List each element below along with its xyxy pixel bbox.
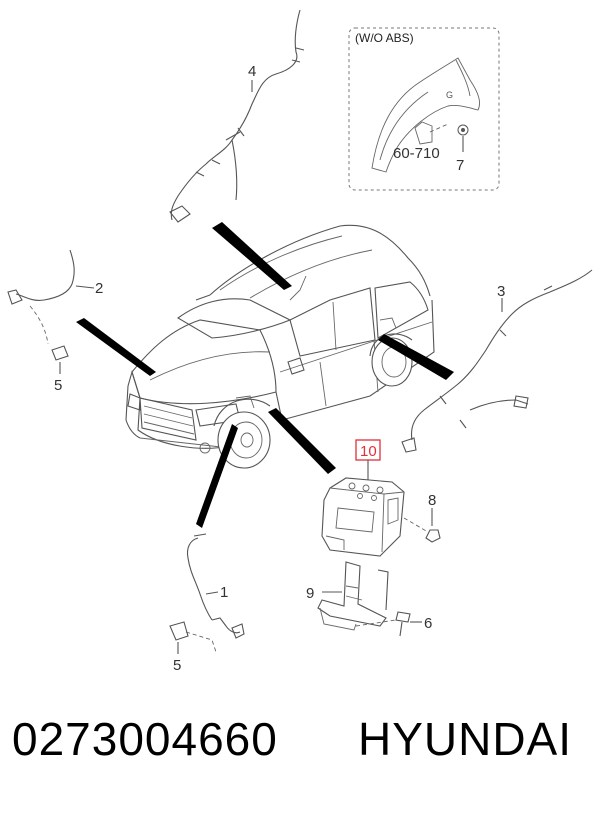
vehicle-illustration: [125, 224, 435, 469]
inset-without-abs: (W/O ABS) G 60-710 7: [348, 27, 500, 191]
callout-3: 3: [497, 283, 505, 300]
sensor-4-cable: 4: [169, 9, 305, 223]
fender-panel: [371, 57, 481, 173]
inset-frame: [348, 27, 500, 191]
wedge-rear-right: [378, 334, 454, 380]
front-wheel: [217, 411, 271, 469]
callout-6: 6: [424, 615, 432, 632]
nut-icon: [425, 529, 441, 543]
callout-2: 2: [95, 280, 103, 297]
bracket-60-710: [414, 121, 433, 145]
inset-title: (W/O ABS): [355, 31, 414, 45]
wedge-front-left: [76, 318, 156, 376]
callout-1: 1: [220, 584, 228, 601]
part-number: 0273004660: [12, 713, 278, 765]
callout-4: 4: [248, 63, 256, 80]
pointer-wedges: [76, 222, 454, 528]
wedge-rear-upper: [212, 222, 292, 290]
wedge-abs-unit: [268, 408, 336, 474]
caption: 0273004660 HYUNDAI: [0, 712, 606, 792]
grommet-icon: [457, 124, 469, 136]
callout-8: 8: [428, 492, 436, 509]
inset-item-number: 7: [456, 157, 464, 174]
brand-name: HYUNDAI: [358, 713, 573, 765]
callout-5-upper: 5: [54, 377, 62, 394]
sensor-2-cable: 2 5: [7, 249, 103, 394]
abs-bracket: 9 6: [306, 561, 432, 637]
svg-text:G: G: [446, 90, 453, 100]
callout-10: 10: [360, 443, 377, 460]
callout-9: 9: [306, 585, 314, 602]
abs-module: 10 8: [321, 439, 441, 557]
sensor-1-cable: 1 5: [169, 533, 245, 674]
sensor-3-cable: 3: [401, 269, 593, 453]
inset-code: 60-710: [393, 145, 440, 162]
callout-5-lower: 5: [173, 657, 181, 674]
bolt-icon: [395, 611, 411, 623]
screw-icon: [169, 621, 189, 641]
wedge-front-lower: [196, 424, 238, 528]
